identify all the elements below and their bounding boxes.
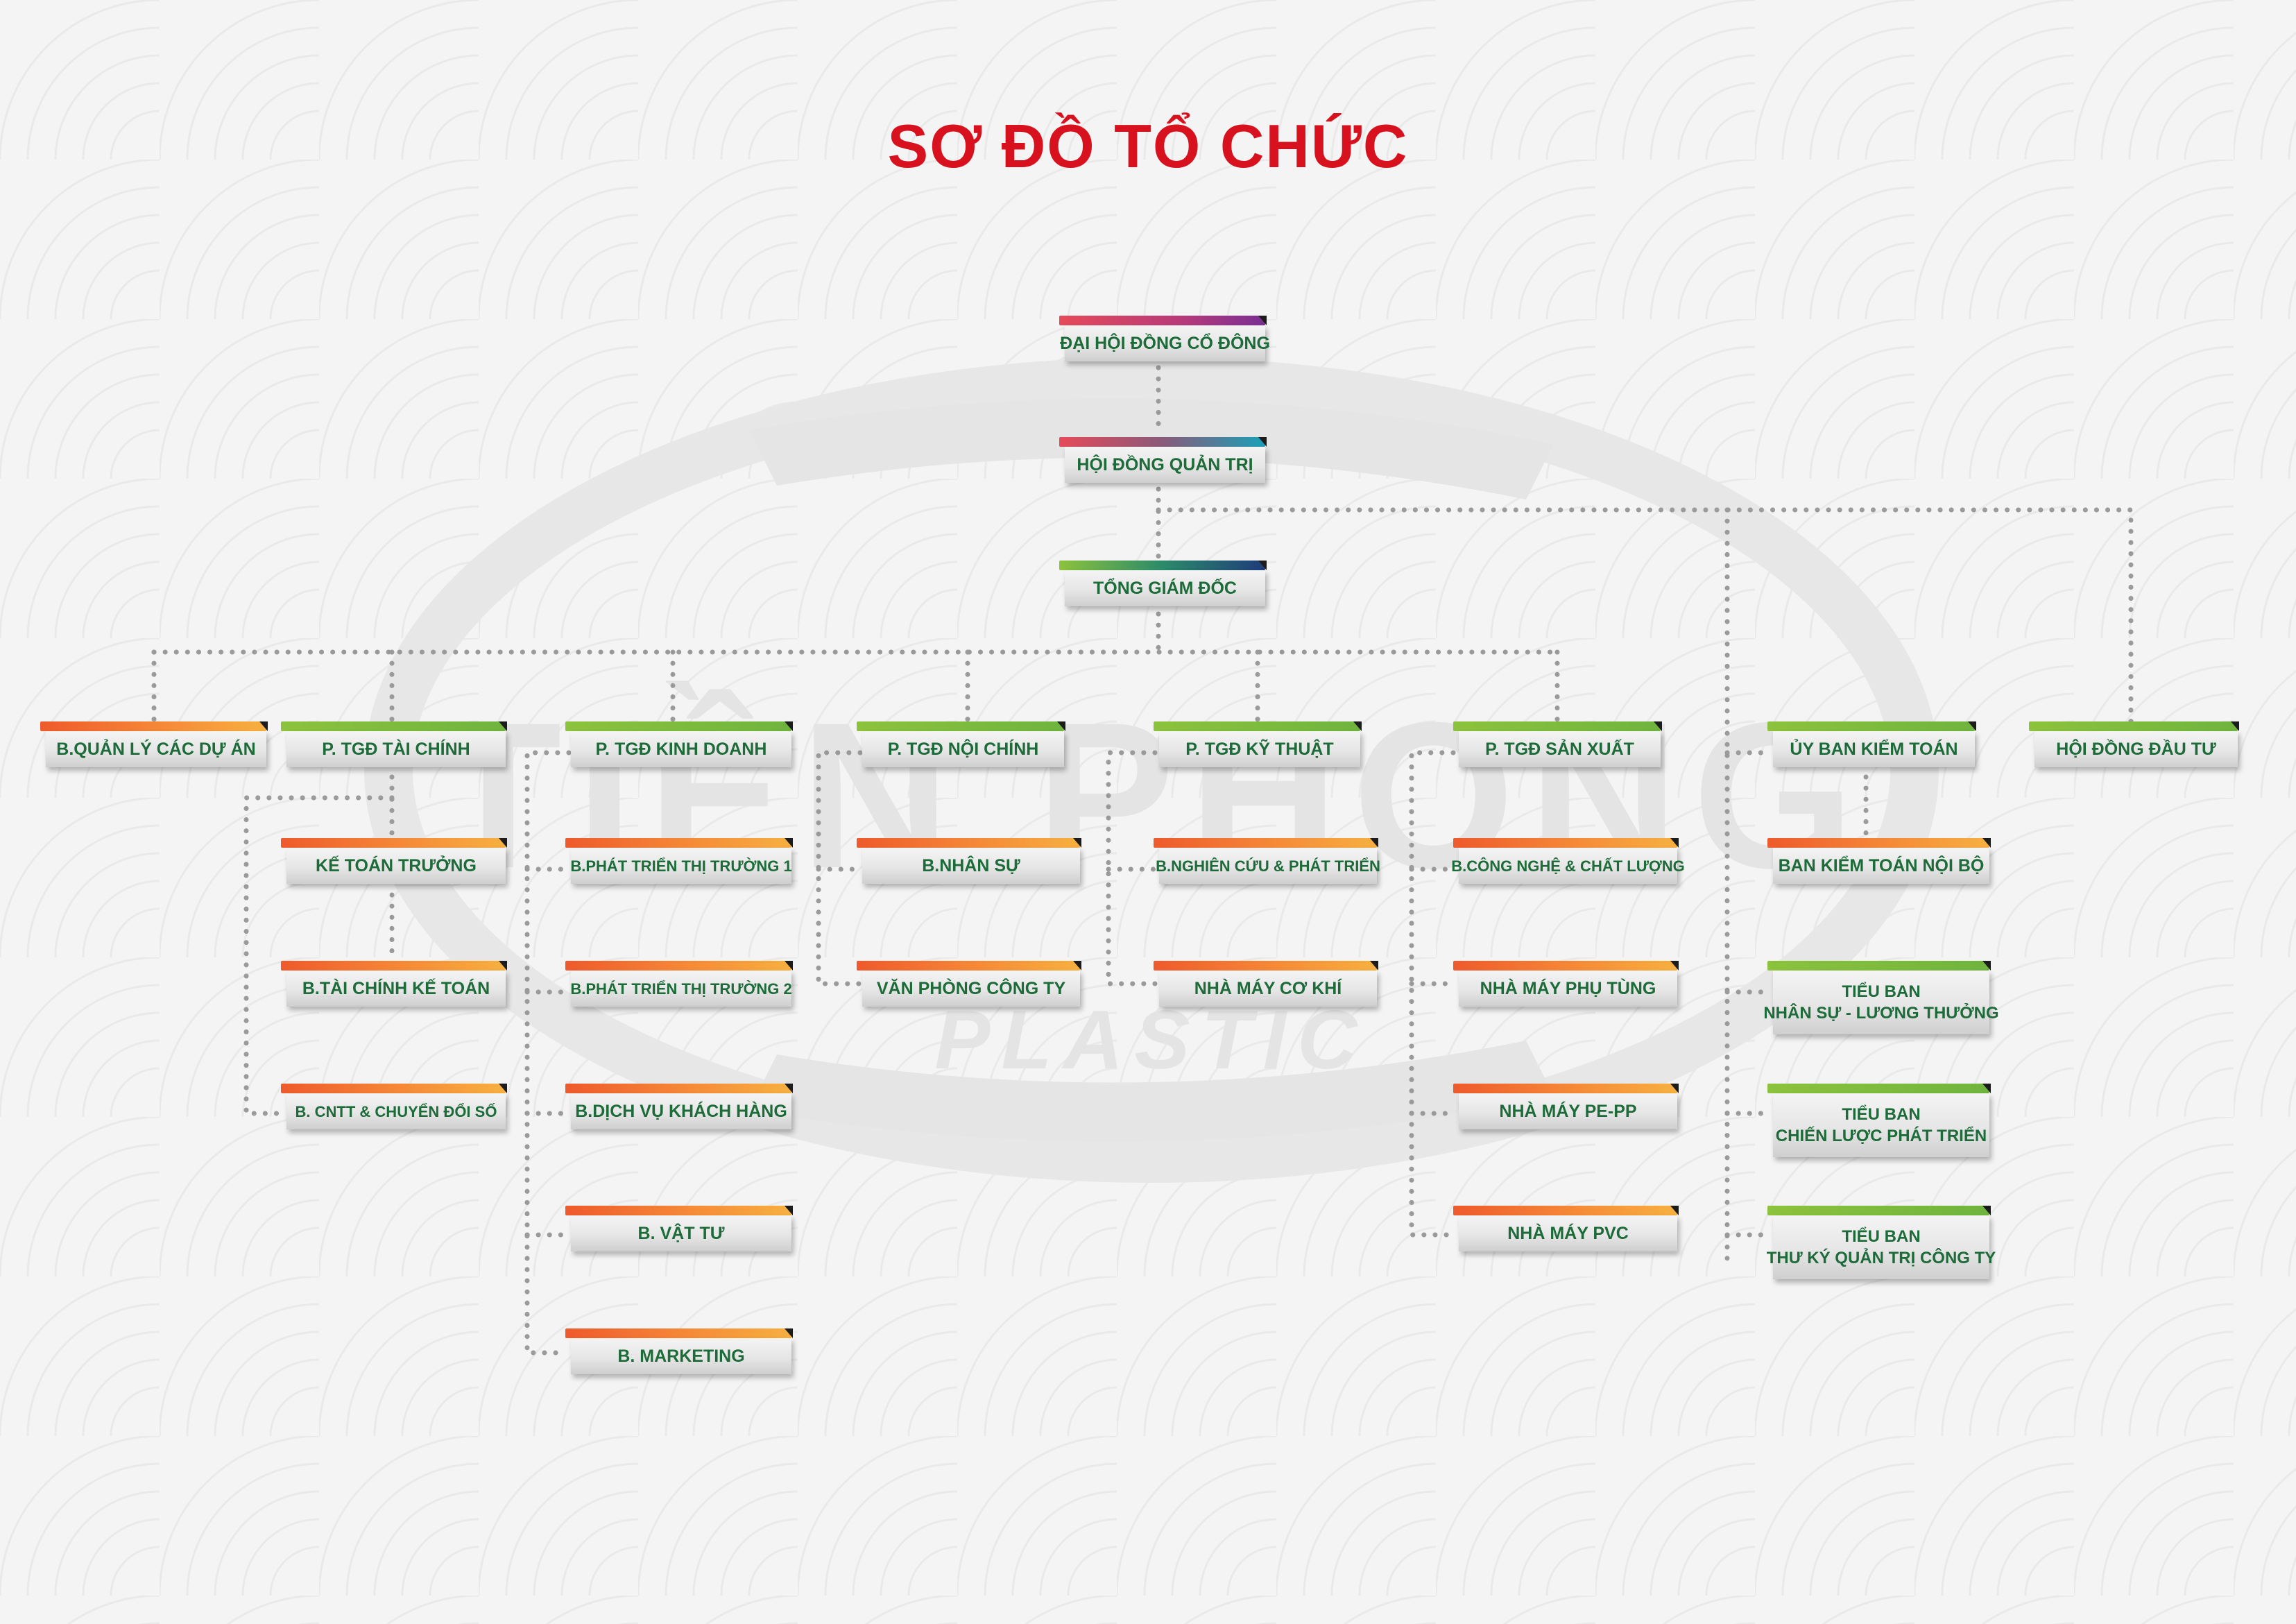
node-label: B. CNTT & CHUYỂN ĐỔI SỐ xyxy=(286,1093,506,1129)
node-label: B.QUẢN LÝ CÁC DỰ ÁN xyxy=(46,731,266,767)
page-title: SƠ ĐỒ TỔ CHỨC xyxy=(887,112,1409,180)
node-label: P. TGĐ TÀI CHÍNH xyxy=(286,731,506,767)
node-nhan-su[interactable]: B.NHÂN SỰ xyxy=(857,838,1081,884)
node-nha-may-co-khi[interactable]: NHÀ MÁY CƠ KHÍ xyxy=(1154,961,1378,1007)
node-cong-nghe-chat-luong[interactable]: B.CÔNG NGHỆ & CHẤT LƯỢNG xyxy=(1451,838,1685,884)
node-label-line1: TIỂU BAN xyxy=(1842,982,1921,1001)
node-label: B.PHÁT TRIỂN THỊ TRƯỜNG 1 xyxy=(570,848,792,884)
node-label: NHÀ MÁY CƠ KHÍ xyxy=(1159,971,1377,1007)
node-label-line1: TIỂU BAN xyxy=(1842,1227,1921,1246)
node-nha-may-pe-pp[interactable]: NHÀ MÁY PE-PP xyxy=(1453,1084,1679,1129)
node-tong-giam-doc[interactable]: TỔNG GIÁM ĐỐC xyxy=(1059,561,1267,606)
node-hoi-dong-quan-tri[interactable]: HỘI ĐỒNG QUẢN TRỊ xyxy=(1059,437,1267,483)
node-dich-vu-khach-hang[interactable]: B.DỊCH VỤ KHÁCH HÀNG xyxy=(565,1084,793,1129)
node-cntt-chuyen-doi-so[interactable]: B. CNTT & CHUYỂN ĐỔI SỐ xyxy=(281,1084,507,1129)
node-label: B.TÀI CHÍNH KẾ TOÁN xyxy=(286,971,506,1007)
node-label: TIỂU BAN NHÂN SỰ - LƯƠNG THƯỞNG xyxy=(1763,971,1999,1034)
node-tieu-ban-thu-ky[interactable]: TIỂU BAN THƯ KÝ QUẢN TRỊ CÔNG TY xyxy=(1767,1206,1996,1279)
node-label: HỘI ĐỒNG QUẢN TRỊ xyxy=(1065,447,1265,483)
node-dai-hoi-dong-co-dong[interactable]: ĐẠI HỘI ĐỒNG CỔ ĐÔNG xyxy=(1059,316,1270,361)
node-tgd-kinh-doanh[interactable]: P. TGĐ KINH DOANH xyxy=(565,721,793,767)
node-phat-trien-thi-truong-2[interactable]: B.PHÁT TRIỂN THỊ TRƯỜNG 2 xyxy=(565,961,793,1007)
node-label: TIỂU BAN THƯ KÝ QUẢN TRỊ CÔNG TY xyxy=(1767,1215,1996,1279)
node-vat-tu[interactable]: B. VẬT TƯ xyxy=(565,1206,793,1251)
node-label-line2: THƯ KÝ QUẢN TRỊ CÔNG TY xyxy=(1766,1249,1996,1267)
node-label: ĐẠI HỘI ĐỒNG CỔ ĐÔNG xyxy=(1060,325,1270,361)
node-label: B.NHÂN SỰ xyxy=(862,848,1080,884)
node-ban-kiem-toan-noi-bo[interactable]: BAN KIỂM TOÁN NỘI BỘ xyxy=(1767,838,1991,884)
node-ke-toan-truong[interactable]: KẾ TOÁN TRƯỞNG xyxy=(281,838,507,884)
node-label: P. TGĐ KỸ THUẬT xyxy=(1159,731,1360,767)
node-label-line1: TIỂU BAN xyxy=(1842,1105,1921,1124)
node-nha-may-phu-tung[interactable]: NHÀ MÁY PHỤ TÙNG xyxy=(1453,961,1679,1007)
watermark-sub-text: PLASTIC xyxy=(934,993,1368,1086)
node-label: B. VẬT TƯ xyxy=(571,1215,791,1251)
node-van-phong-cong-ty[interactable]: VĂN PHÒNG CÔNG TY xyxy=(857,961,1081,1007)
node-label: NHÀ MÁY PHỤ TÙNG xyxy=(1459,971,1677,1007)
node-tgd-noi-chinh[interactable]: P. TGĐ NỘI CHÍNH xyxy=(857,721,1065,767)
node-tgd-ky-thuat[interactable]: P. TGĐ KỸ THUẬT xyxy=(1154,721,1362,767)
node-label: B.CÔNG NGHỆ & CHẤT LƯỢNG xyxy=(1451,848,1685,884)
node-tai-chinh-ke-toan[interactable]: B.TÀI CHÍNH KẾ TOÁN xyxy=(281,961,507,1007)
node-nha-may-pvc[interactable]: NHÀ MÁY PVC xyxy=(1453,1206,1679,1251)
node-label: TIỂU BAN CHIẾN LƯỢC PHÁT TRIỂN xyxy=(1773,1093,1989,1157)
node-label: ỦY BAN KIỂM TOÁN xyxy=(1773,731,1975,767)
node-label: HỘI ĐỒNG ĐẦU TƯ xyxy=(2034,731,2238,767)
node-tieu-ban-chien-luoc[interactable]: TIỂU BAN CHIẾN LƯỢC PHÁT TRIỂN xyxy=(1767,1084,1991,1157)
node-label: B.NGHIÊN CỨU & PHÁT TRIỂN xyxy=(1156,848,1380,884)
node-marketing[interactable]: B. MARKETING xyxy=(565,1328,793,1374)
node-label: P. TGĐ NỘI CHÍNH xyxy=(862,731,1064,767)
node-nghien-cuu-phat-trien[interactable]: B.NGHIÊN CỨU & PHÁT TRIỂN xyxy=(1154,838,1380,884)
node-tgd-tai-chinh[interactable]: P. TGĐ TÀI CHÍNH xyxy=(281,721,507,767)
node-label: BAN KIỂM TOÁN NỘI BỘ xyxy=(1773,848,1989,884)
node-tieu-ban-nhan-su[interactable]: TIỂU BAN NHÂN SỰ - LƯƠNG THƯỞNG xyxy=(1763,961,1999,1034)
node-phat-trien-thi-truong-1[interactable]: B.PHÁT TRIỂN THỊ TRƯỜNG 1 xyxy=(565,838,793,884)
node-label: TỔNG GIÁM ĐỐC xyxy=(1065,570,1265,606)
node-tgd-san-xuat[interactable]: P. TGĐ SẢN XUẤT xyxy=(1453,721,1662,767)
node-label: B. MARKETING xyxy=(571,1338,791,1374)
node-label: P. TGĐ SẢN XUẤT xyxy=(1459,731,1661,767)
node-quan-ly-du-an[interactable]: B.QUẢN LÝ CÁC DỰ ÁN xyxy=(40,721,268,767)
node-label: P. TGĐ KINH DOANH xyxy=(571,731,791,767)
node-label-line2: CHIẾN LƯỢC PHÁT TRIỂN xyxy=(1775,1127,1987,1145)
node-label: VĂN PHÒNG CÔNG TY xyxy=(862,971,1080,1007)
node-label: B.DỊCH VỤ KHÁCH HÀNG xyxy=(571,1093,791,1129)
node-label: NHÀ MÁY PVC xyxy=(1459,1215,1677,1251)
node-uy-ban-kiem-toan[interactable]: ỦY BAN KIỂM TOÁN xyxy=(1767,721,1976,767)
node-label: B.PHÁT TRIỂN THỊ TRƯỜNG 2 xyxy=(570,971,792,1007)
node-label-line2: NHÂN SỰ - LƯƠNG THƯỞNG xyxy=(1763,1004,1999,1023)
node-label: NHÀ MÁY PE-PP xyxy=(1459,1093,1677,1129)
node-label: KẾ TOÁN TRƯỞNG xyxy=(286,848,506,884)
node-hoi-dong-dau-tu[interactable]: HỘI ĐỒNG ĐẦU TƯ xyxy=(2029,721,2239,767)
